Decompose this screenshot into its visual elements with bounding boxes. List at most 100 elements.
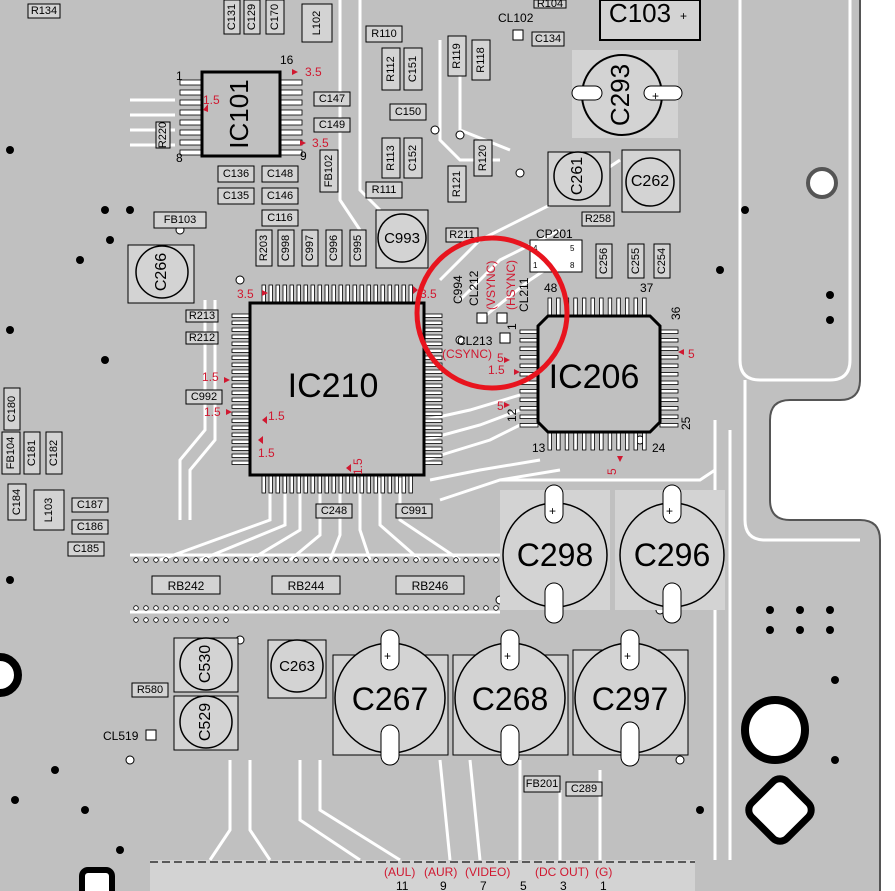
r120-body <box>473 139 493 177</box>
c181-label: C181 <box>26 440 38 466</box>
chip-pin <box>279 119 303 126</box>
r203-label: R203 <box>258 235 270 261</box>
chip-pin <box>423 369 443 374</box>
rb246-body <box>395 575 465 595</box>
chip-pin <box>423 390 443 395</box>
chip-pin <box>359 284 364 304</box>
hsync-label: (HSYNC) <box>504 260 518 310</box>
fb102-label: FB102 <box>323 155 335 187</box>
ic206-pins <box>519 297 679 451</box>
chip-pin <box>231 369 251 374</box>
hole <box>831 676 839 684</box>
chip-pin <box>275 474 280 494</box>
c268-lead-2 <box>500 724 520 766</box>
c997-body <box>301 229 319 267</box>
board-edge-cutout <box>770 0 895 891</box>
r134-label: R134 <box>31 5 57 17</box>
c262-body <box>625 157 675 207</box>
c152-body <box>403 137 423 179</box>
via <box>453 557 459 563</box>
cl212-pad <box>476 312 488 324</box>
signal-labels: (VSYNC) (HSYNC) (CSYNC) <box>442 260 518 361</box>
chip-pin <box>633 431 638 451</box>
r212-label: R212 <box>189 332 215 344</box>
fb201-body <box>523 775 561 793</box>
c135-body <box>217 187 255 205</box>
c267-lead-2 <box>380 724 400 766</box>
via <box>363 605 369 611</box>
pin-label: 8 <box>176 151 183 165</box>
c131-body <box>223 0 241 35</box>
via <box>403 557 409 563</box>
c150-label: C150 <box>395 106 421 118</box>
voltage-label: 3.5 <box>312 136 329 150</box>
voltage-label: 1.5 <box>268 409 285 423</box>
r113-body <box>381 137 401 179</box>
via <box>193 605 199 611</box>
chip-pin <box>352 474 357 494</box>
c296-lead <box>662 484 682 524</box>
chip-pin <box>331 474 336 494</box>
via <box>213 557 219 563</box>
via <box>373 605 379 611</box>
via <box>193 617 199 623</box>
hole <box>126 206 134 214</box>
vsync-label: (VSYNC) <box>484 261 498 310</box>
conn-aur: (AUR) <box>424 865 457 879</box>
fb104-body <box>1 431 21 475</box>
c136-body <box>217 165 255 183</box>
r111-body <box>365 181 403 199</box>
via <box>453 605 459 611</box>
pin-label: 48 <box>544 281 558 295</box>
hole <box>826 626 834 634</box>
chip-pin <box>231 411 251 416</box>
c151-label: C151 <box>407 56 419 82</box>
resistor-banks: RB242 RB244 RB246 <box>151 575 465 595</box>
rb246-label: RB246 <box>412 579 449 593</box>
chip-pin <box>275 284 280 304</box>
chip-pin <box>289 474 294 494</box>
cl213-pad <box>499 332 511 344</box>
chip-pin <box>324 474 329 494</box>
c268-label: C268 <box>472 681 549 717</box>
chip-pin <box>659 414 679 419</box>
via <box>363 557 369 563</box>
via <box>423 605 429 611</box>
chip-pin <box>231 313 251 318</box>
c267-label: C267 <box>352 681 429 717</box>
c993-body <box>377 213 427 263</box>
r112-label: R112 <box>385 56 397 81</box>
via <box>213 617 219 623</box>
c186-label: C186 <box>77 521 103 533</box>
c268-plus: + <box>504 649 511 663</box>
chip-pin <box>642 431 647 451</box>
chip-pin <box>179 139 203 146</box>
chip-pin <box>331 284 336 304</box>
rb244-label: RB244 <box>288 579 325 593</box>
cl211-label: CL211 <box>517 277 531 312</box>
chip-pin <box>599 431 604 451</box>
chip-pin <box>279 79 303 86</box>
r118-label: R118 <box>475 47 487 72</box>
chip-pin <box>345 474 350 494</box>
chip-pin <box>423 425 443 430</box>
c129-body <box>243 0 261 35</box>
c293-label: C293 <box>605 64 635 126</box>
fb104-label: FB104 <box>5 437 17 469</box>
c293-lead <box>571 85 603 101</box>
ring-hole <box>806 167 838 199</box>
via <box>383 557 389 563</box>
conn-pin: 9 <box>440 879 447 891</box>
chip-pin <box>659 363 679 368</box>
hole <box>826 606 834 614</box>
r134-body <box>27 3 61 19</box>
via <box>203 557 209 563</box>
r213-body <box>185 309 219 323</box>
voltage-label: 3.5 <box>305 65 322 79</box>
voltage-label: 5 <box>605 468 619 475</box>
chip-pin <box>324 284 329 304</box>
chip-pin <box>423 376 443 381</box>
c262-capacitor: C262 <box>621 149 681 213</box>
c298-lead-2 <box>544 582 564 624</box>
pin-label: 9 <box>300 149 307 163</box>
